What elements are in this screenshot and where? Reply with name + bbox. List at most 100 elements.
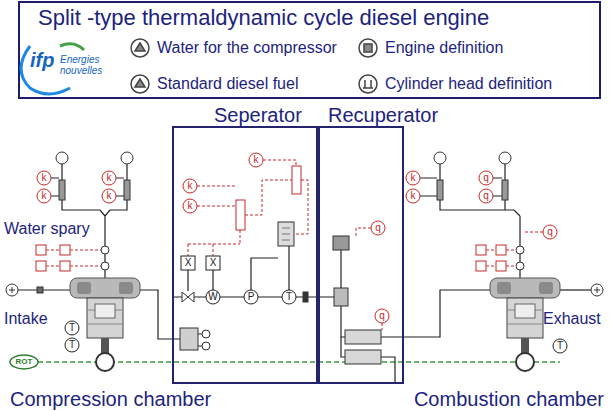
process-region: Seperator <box>172 126 318 384</box>
injector <box>502 180 508 200</box>
injector <box>124 180 130 200</box>
legend-icon <box>131 39 149 57</box>
symbol-letter: k <box>37 171 51 185</box>
region-heading: Seperator <box>214 105 302 125</box>
separator-part <box>202 342 210 350</box>
symbol-letter: T <box>65 321 79 335</box>
symbol-circle <box>282 290 296 304</box>
pipe <box>62 164 505 180</box>
symbol-circle <box>183 199 197 213</box>
diagram-title: Split -type thermaldynamic cycle diesel … <box>38 5 489 30</box>
symbol-letter: q <box>479 171 493 185</box>
symbol-circle <box>371 221 385 235</box>
boundary-icon <box>37 287 43 293</box>
signal-line <box>188 230 240 256</box>
symbol-letter: k <box>249 153 263 167</box>
legend-text: Cylinder head definition <box>385 75 552 93</box>
legend-icon <box>135 79 145 87</box>
separator-part <box>303 292 308 302</box>
control-box <box>236 200 245 230</box>
symbol-letter: k <box>406 171 420 185</box>
symbol-letter: k <box>102 189 116 203</box>
pipe <box>188 246 289 291</box>
symbol-circle <box>102 171 116 185</box>
symbol-letter: T <box>553 339 567 353</box>
control-box <box>36 166 506 271</box>
legend-text: Standard diesel fuel <box>157 75 298 93</box>
signal-line <box>523 232 543 233</box>
symbol-letter: X <box>206 256 220 270</box>
boundary-icon <box>591 284 603 296</box>
separator-part <box>282 228 290 240</box>
injector <box>434 152 446 164</box>
compression-engine <box>70 278 140 371</box>
symbol-box <box>181 256 195 270</box>
symbol-circle <box>543 225 557 239</box>
injector <box>516 246 524 254</box>
injector <box>121 152 133 164</box>
separator-part <box>180 328 198 350</box>
injector <box>56 152 68 164</box>
symbol-circle <box>553 339 567 353</box>
symbol-letter: q <box>479 189 493 203</box>
logo-text: Energies nouvelles <box>60 54 108 76</box>
legend-icon <box>135 43 145 51</box>
control-box <box>36 261 46 271</box>
symbol-circle <box>244 290 258 304</box>
control-box <box>496 245 506 255</box>
crank-shaft <box>38 361 560 363</box>
symbol-letter: T <box>65 338 79 352</box>
control-box <box>476 261 486 271</box>
logo-text: ifp <box>30 50 54 70</box>
legend-icon <box>131 75 149 93</box>
recuperator-part <box>334 288 348 306</box>
symbol-circle <box>65 321 79 335</box>
legend-text: Engine definition <box>385 39 503 57</box>
pipe <box>560 289 591 290</box>
separator-part <box>202 330 210 338</box>
control-box <box>60 261 70 271</box>
symbol-circle <box>479 189 493 203</box>
pipe <box>18 164 591 384</box>
symbol-letter: k <box>102 171 116 185</box>
logo-swoosh <box>60 44 84 50</box>
symbol-circle <box>375 309 389 323</box>
symbol-letter: q <box>371 221 385 235</box>
injector <box>59 180 65 200</box>
process-region: Recuperator <box>318 126 404 384</box>
legend-icon <box>364 44 372 52</box>
symbol-circle <box>65 338 79 352</box>
gauge-symbol <box>10 153 567 369</box>
separator-part <box>278 222 294 246</box>
part-label: Combustion chamber <box>414 389 604 409</box>
separator-part <box>180 222 308 350</box>
part-label: Water spary <box>4 220 90 238</box>
recuperator-part <box>333 236 349 250</box>
symbol-circle <box>102 189 116 203</box>
pipe <box>198 334 202 346</box>
symbol-circle <box>249 153 263 167</box>
boundary-icon <box>9 287 15 293</box>
symbol-letter: q <box>543 225 557 239</box>
symbol-letter: W <box>206 290 220 304</box>
symbol-letter: T <box>282 290 296 304</box>
symbol-letter: q <box>375 309 389 323</box>
control-box <box>60 245 70 255</box>
pipe <box>18 289 70 290</box>
injector <box>437 180 443 200</box>
symbol-circle <box>206 290 220 304</box>
boundary-icon <box>6 284 18 296</box>
symbol-circle <box>406 171 420 185</box>
symbol-circle <box>37 171 51 185</box>
symbol-circle <box>37 189 51 203</box>
legend-text: Water for the compressor <box>157 39 337 57</box>
boundary-icon <box>594 287 600 293</box>
part-label: Exhaust <box>543 310 601 328</box>
legend-icon <box>359 75 377 93</box>
control-box <box>476 245 486 255</box>
symbol-letter: k <box>406 189 420 203</box>
symbol-box <box>206 256 220 270</box>
injector <box>499 152 511 164</box>
symbol-circle <box>406 189 420 203</box>
